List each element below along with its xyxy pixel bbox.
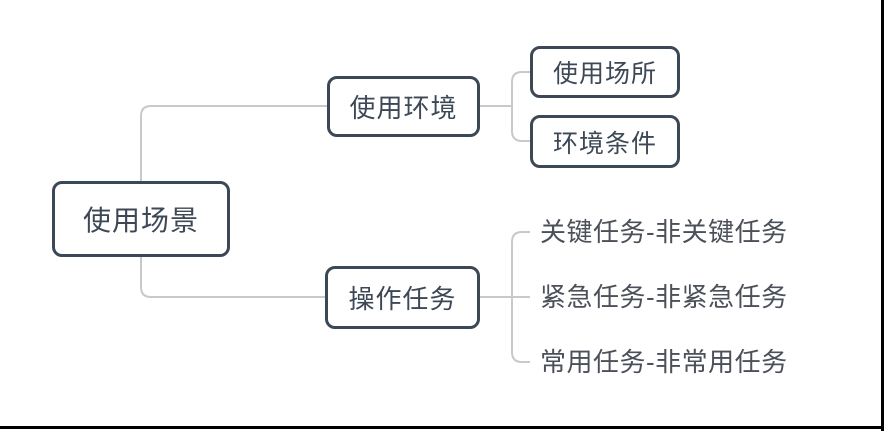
leaf-critical-vs-noncritical-tasks[interactable]: 关键任务-非关键任务 — [540, 217, 788, 247]
image-border-right — [881, 0, 884, 431]
connector-root-to-environment — [140, 105, 327, 181]
node-child-usage-place[interactable]: 使用场所 — [530, 46, 680, 98]
node-branch-operation-tasks[interactable]: 操作任务 — [325, 266, 480, 329]
node-root-usage-scenario[interactable]: 使用场景 — [52, 181, 230, 257]
leaf-common-vs-uncommon-tasks[interactable]: 常用任务-非常用任务 — [540, 347, 788, 377]
connector-root-to-tasks — [140, 257, 325, 298]
leaf-urgent-vs-nonurgent-tasks[interactable]: 紧急任务-非紧急任务 — [540, 282, 788, 312]
image-border-bottom — [0, 426, 884, 429]
connector-tasks-bracket — [511, 231, 530, 363]
node-branch-usage-environment[interactable]: 使用环境 — [327, 76, 480, 137]
connector-environment-bracket — [511, 71, 530, 142]
node-child-environment-conditions[interactable]: 环境条件 — [530, 115, 680, 168]
